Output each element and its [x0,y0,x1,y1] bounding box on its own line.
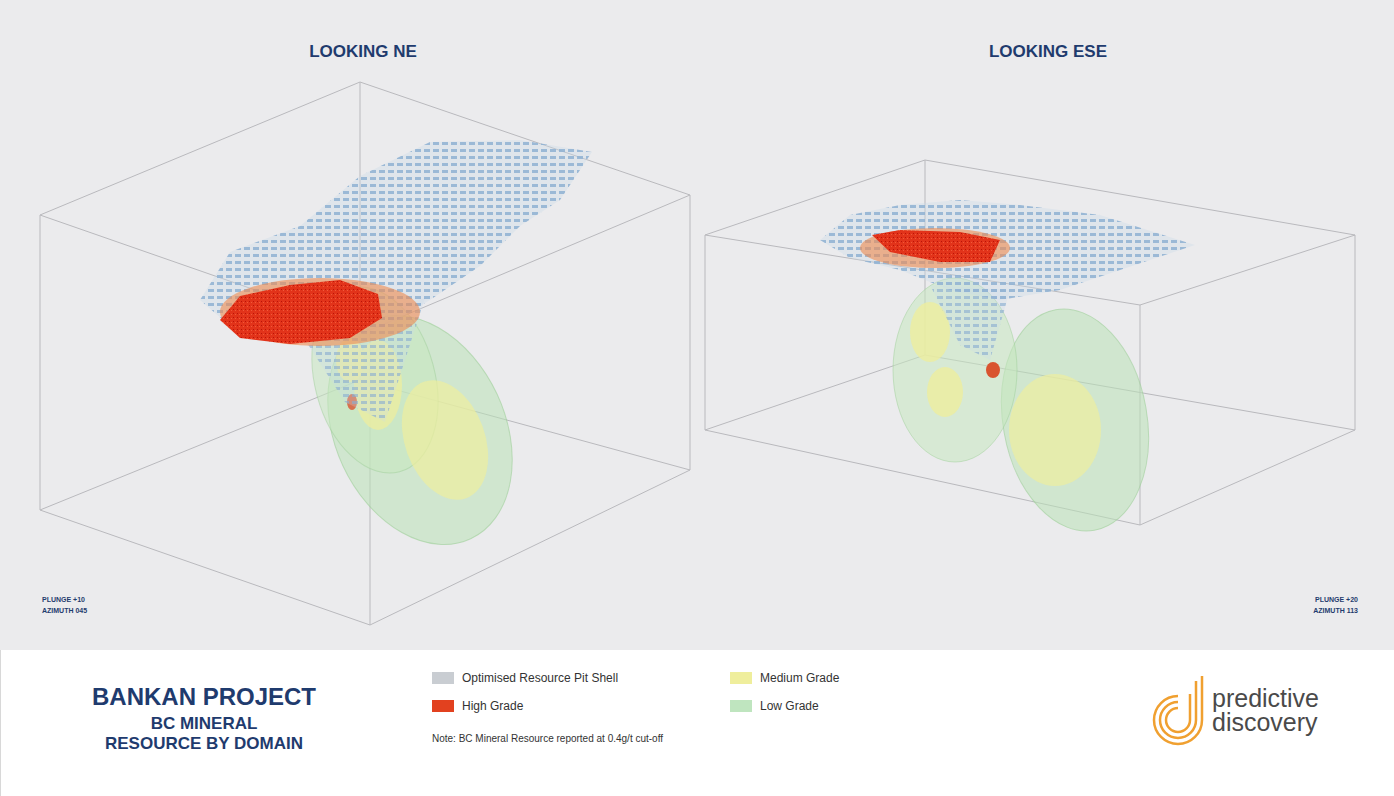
view-heading: LOOKING ESE [898,42,1198,62]
title: BANKAN PROJECT [84,684,324,710]
legend-text: Medium Grade [760,671,1020,685]
subtitle: BC MINERAL RESOURCE BY DOMAIN [104,714,304,753]
view-azimuth: AZIMUTH 113 [1238,607,1358,615]
legend-swatch [432,672,454,684]
legend-text: High Grade [462,699,722,713]
view-azimuth: AZIMUTH 045 [42,607,162,615]
view-heading: LOOKING NE [213,42,513,62]
legend-swatch [432,700,454,712]
note: Note: BC Mineral Resource reported at 0.… [432,733,792,745]
legend-text: Low Grade [760,699,1020,713]
view-plunge: PLUNGE +10 [42,596,162,604]
legend-swatch [730,672,752,684]
legend-swatch [730,700,752,712]
logo-text: predictive discovery [1212,687,1322,735]
legend-text: Optimised Resource Pit Shell [462,671,722,685]
view-plunge: PLUNGE +20 [1238,596,1358,604]
